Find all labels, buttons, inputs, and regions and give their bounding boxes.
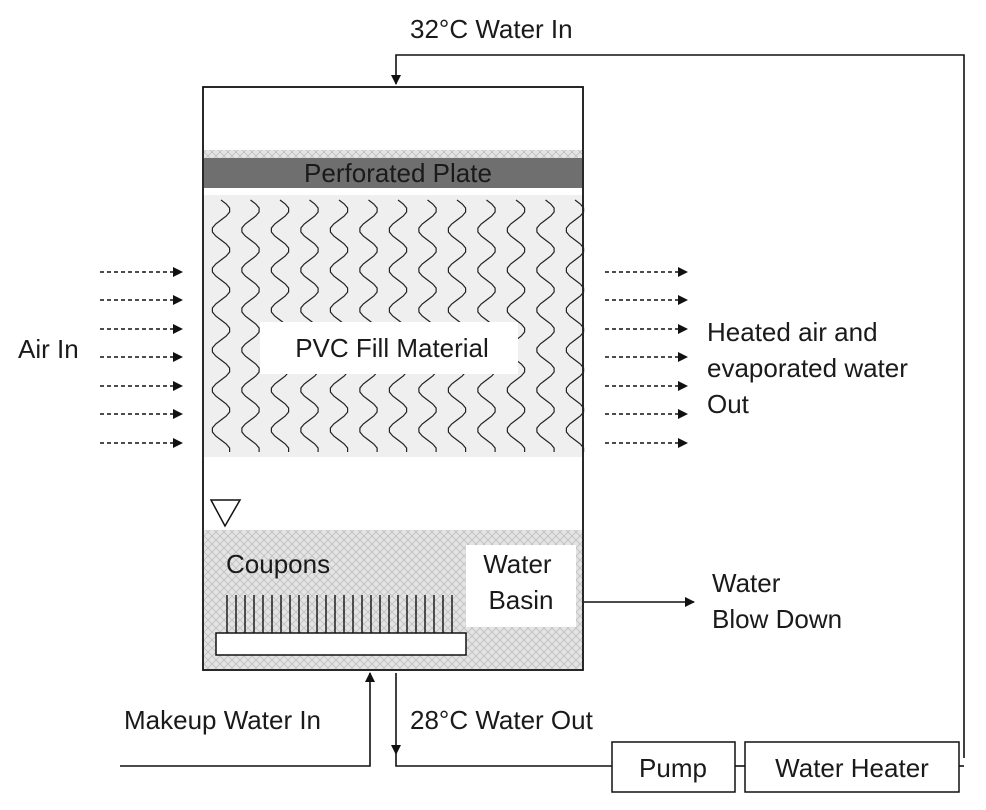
blow-down-label: Water Blow Down: [712, 568, 842, 634]
fill-wave: [506, 199, 526, 452]
coupons-label: Coupons: [226, 549, 330, 579]
spray-zone: [204, 150, 582, 158]
air-out-label: Heated air and evaporated water Out: [707, 317, 915, 419]
basin-label-bg: [466, 545, 576, 627]
coupon-rack: [215, 632, 467, 656]
makeup-water-line: [120, 672, 375, 767]
air-out-arrows: [605, 267, 688, 448]
coupon-strips: [226, 595, 453, 633]
water-out-label: 28°C Water Out: [410, 705, 594, 735]
perforated-plate-label: Perforated Plate: [304, 158, 492, 188]
air-in-label: Air In: [18, 334, 79, 364]
heater-label: Water Heater: [775, 753, 929, 783]
basin-label: Water Basin: [483, 549, 559, 615]
fill-wave: [211, 199, 231, 452]
water-in-label: 32°C Water In: [410, 14, 573, 44]
hot-water-return-line: [391, 54, 965, 758]
fill-label: PVC Fill Material: [295, 333, 489, 363]
pump-label: Pump: [639, 753, 707, 783]
water-out-line: [395, 754, 612, 767]
fill-wave: [241, 199, 260, 452]
makeup-label: Makeup Water In: [124, 705, 321, 735]
pump-box: [611, 741, 736, 793]
heater-box: [744, 741, 960, 793]
fill-wave: [565, 199, 585, 452]
perforated-plate: [204, 158, 582, 188]
air-in-arrows: [100, 267, 183, 448]
fill-label-bg: [260, 322, 518, 374]
fill-wave: [536, 199, 555, 452]
